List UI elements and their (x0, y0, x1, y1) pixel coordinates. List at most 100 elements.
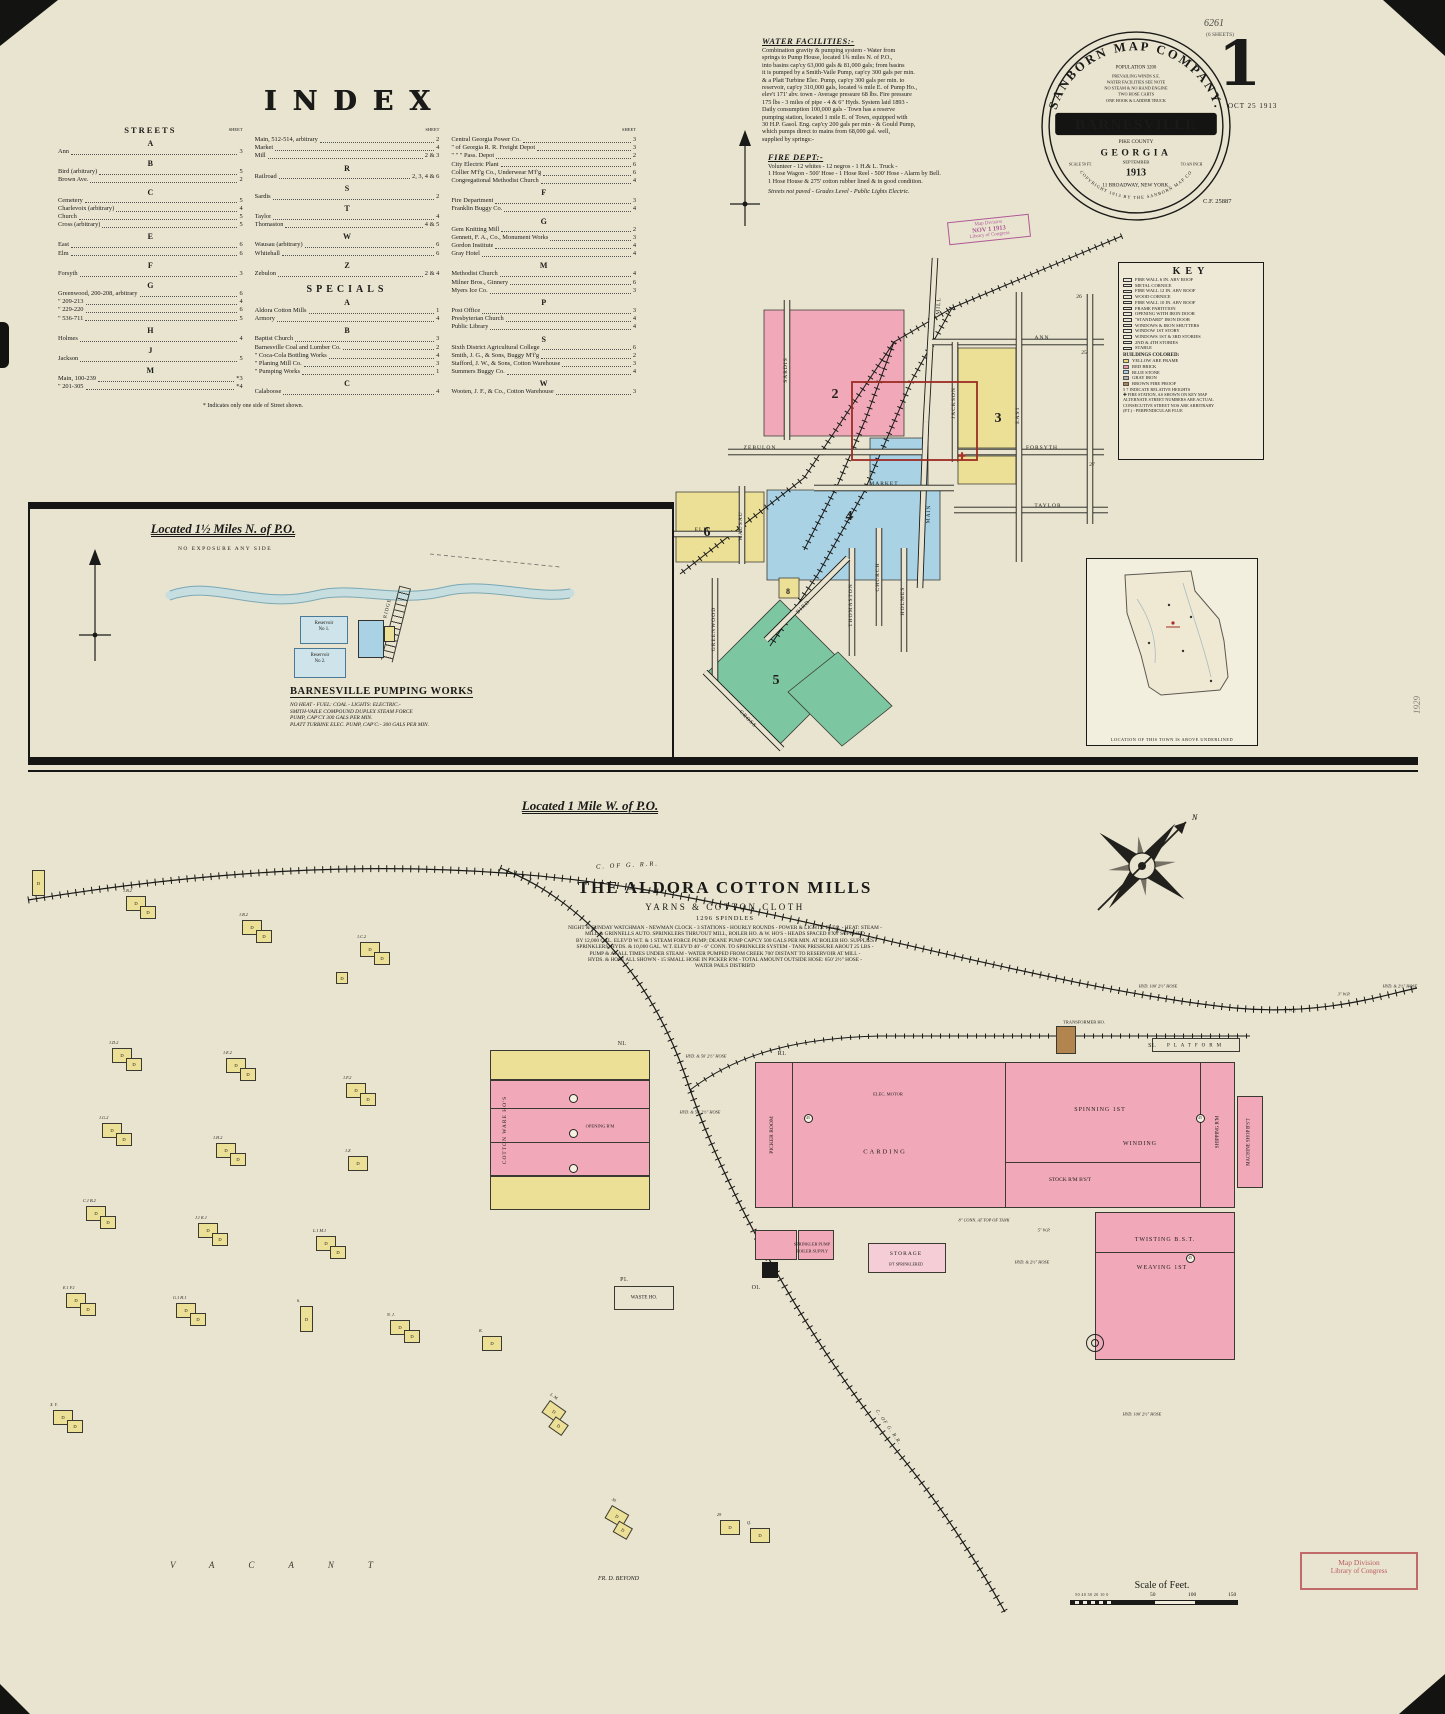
key-item: STABLE (1123, 345, 1259, 351)
sheets-note: (6 SHEETS) (1206, 32, 1234, 38)
dwelling-tag: J.1 K.1 (195, 1215, 207, 1220)
index-entry-sheet: 2 (436, 343, 440, 351)
index-entry-leader (495, 247, 631, 249)
pumping-works-exposure-note: NO EXPOSURE ANY SIDE (177, 546, 273, 552)
index-letter-header: F (147, 260, 153, 270)
seal-state: GEORGIA (1100, 147, 1171, 158)
vacant-label: VACANT (170, 1560, 407, 1570)
index-entry-sheet: 3 (632, 307, 637, 315)
pumping-works-drawing (79, 549, 575, 661)
pumping-works-location-text: Located 1½ Miles N. of P.O. (150, 522, 296, 537)
water-tank (1086, 1334, 1104, 1352)
seal-fact-carts: TWO HOSE CARTS (1118, 92, 1155, 97)
index-entry: Barnesville Coal and Lumber Co.2 (255, 344, 440, 352)
town-dot (1189, 615, 1193, 619)
key-footnote: 5 7 INDICATE RELATIVE HEIGHTS (1123, 386, 1191, 392)
mill-room-label: TRANSFORMER HO. (1062, 1019, 1106, 1025)
dwelling-tag: L.1 M.1 (313, 1228, 327, 1233)
mill-room-label: COTTON WARE HO'S (502, 1095, 508, 1165)
index-entry-sheet: 3 (239, 148, 243, 155)
index-entry-leader (85, 303, 238, 305)
mill-building (490, 1050, 650, 1080)
compass-north-letter: N (1191, 813, 1198, 822)
index-entry-sheet: 5 (239, 213, 243, 221)
index-entry-name: " Coca-Cola Bottling Works (254, 351, 327, 359)
index-entry-leader (328, 357, 435, 359)
dwelling-tag: 1.H.2 (213, 1135, 223, 1140)
scale-major-100: 100 (1188, 1592, 1197, 1598)
index-entry-leader (510, 284, 631, 286)
pump-house-building (358, 620, 384, 658)
index-sheet-header: SHEET (228, 127, 243, 132)
index-entry-name: Thomaston (254, 221, 284, 229)
scale-major-50: 50 (1150, 1592, 1156, 1598)
block-number: 2 (832, 387, 839, 402)
index-entry-sheet: 5 (239, 221, 243, 229)
index-entry-leader (85, 389, 235, 391)
index-entry-sheet: 6 (632, 160, 637, 168)
pump-box-top-rule (28, 502, 674, 509)
index-entry-leader (78, 218, 238, 220)
index-entry-leader (80, 360, 238, 362)
mill-room-label: MACHINE SHOP B'S'T (1246, 1118, 1252, 1166)
pumping-works-name: BARNESVILLE PUMPING WORKS (290, 686, 474, 698)
index-entry: Central Georgia Power Co.3 (451, 136, 636, 144)
index-entry-name: Stafford, J. W., & Sons, Cotton Warehous… (451, 360, 561, 368)
index-entry-name: Aldora Cotton Mills (254, 307, 307, 315)
dwelling-tag: 1.B.2 (239, 912, 248, 917)
index-entry-name: Summers Buggy Co. (451, 368, 505, 376)
water-facilities-title: WATER FACILITIES:- (762, 36, 855, 46)
mill-room-label: B'T SPRINKLERED (889, 1261, 923, 1267)
index-letter-header: F (541, 188, 547, 198)
index-letter-header: Z (344, 260, 350, 270)
pumping-works-location-title: Located 1½ Miles N. of P.O. (118, 522, 328, 537)
dwelling-box: D (116, 1133, 132, 1146)
index-entry-leader (304, 247, 435, 249)
index-letter-header: G (147, 281, 154, 291)
street-label: EAST (1015, 406, 1021, 424)
seal-address: 11 BROADWAY, NEW YORK. (1102, 183, 1169, 189)
inset-caption: LOCATION OF THIS TOWN IS ABOVE UNDERLINE… (1110, 737, 1234, 742)
street-fill (923, 257, 938, 423)
index-entry-name: Gennett, F. A., Co., Monument Works (451, 233, 549, 241)
index-entry-sheet: 4 (239, 204, 243, 212)
index-letter-header: H (147, 325, 154, 335)
seal-outer-ring (1041, 31, 1231, 221)
index-entry-leader (496, 158, 631, 160)
mill-room-label: WINDING (1123, 1141, 1157, 1147)
pump-box-right-rule (672, 502, 674, 765)
key-item-label: FIRE WALL 6 IN. ABV ROOF (1135, 277, 1194, 282)
dwelling-box: D (348, 1156, 368, 1171)
dwelling-tag: C.1 B.2 (83, 1198, 96, 1203)
town-dot (1181, 649, 1185, 653)
street-label: MAIN (926, 505, 933, 524)
mill-location-title: Located 1 Mile W. of P.O. (470, 798, 710, 814)
street-label: GREENWOOD (711, 607, 717, 651)
index-entry-sheet: 3 (239, 269, 243, 277)
index-entry-sheet: 3 (632, 136, 637, 143)
key-item-symbol (1123, 306, 1132, 311)
street-label: ZEBULON (744, 445, 777, 451)
key-item: FRAME PARTITION (1123, 306, 1259, 312)
sprinkler-riser-symbol (568, 1163, 578, 1173)
town-dot (1167, 603, 1171, 607)
key-item-label: OPENING WITH IRON DOOR (1135, 311, 1195, 317)
index-entry-leader (276, 320, 435, 322)
town-block (778, 577, 800, 599)
index-sheet-header: SHEET (425, 127, 440, 132)
water-facilities-note: WATER FACILITIES:- Combination gravity &… (762, 36, 1058, 143)
index-entry-sheet: 2 (632, 351, 637, 359)
index-entry-name: Armory (254, 315, 275, 323)
index-entry: Bird (arbitrary)5 (58, 168, 243, 176)
creek-south-bank (169, 592, 571, 605)
river-line-2 (1182, 582, 1212, 678)
index-entry-name: " 209-213 (58, 298, 84, 306)
index-letter-header: M (539, 261, 548, 271)
